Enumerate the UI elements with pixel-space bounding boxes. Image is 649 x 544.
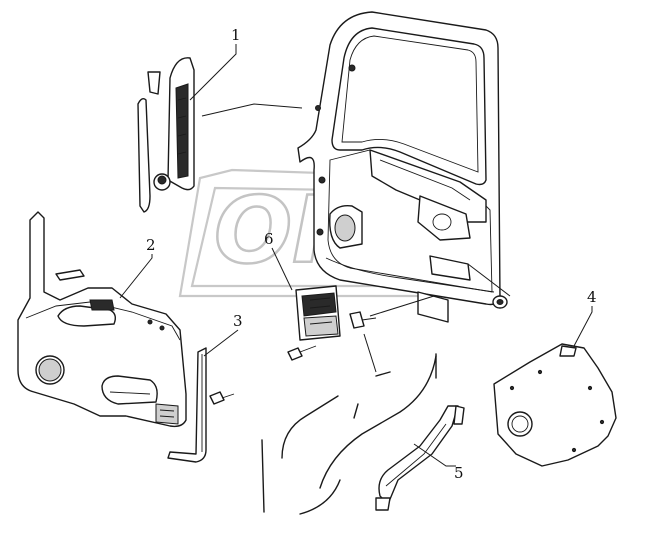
- part-5-lower-weatherstrip: [375, 405, 465, 511]
- part-3-seal-strip: [167, 347, 235, 463]
- callout-3: 3: [233, 312, 243, 330]
- callout-1: 1: [231, 26, 241, 44]
- part-4-water-shield: [493, 343, 617, 467]
- part-2-door-trim-panel: [17, 211, 187, 428]
- door-frame: [297, 11, 508, 323]
- callout-6: 6: [264, 230, 274, 248]
- callout-5: 5: [454, 464, 464, 482]
- part-6-handle-bracket: [287, 285, 377, 361]
- door-lower-outline: [261, 353, 437, 515]
- part-1-window-run: [137, 57, 195, 213]
- leader-lines: [119, 44, 593, 467]
- callout-2: 2: [146, 236, 156, 254]
- callout-4: 4: [587, 288, 597, 306]
- callout-labels: 1 2 3 4 5 6: [146, 26, 597, 482]
